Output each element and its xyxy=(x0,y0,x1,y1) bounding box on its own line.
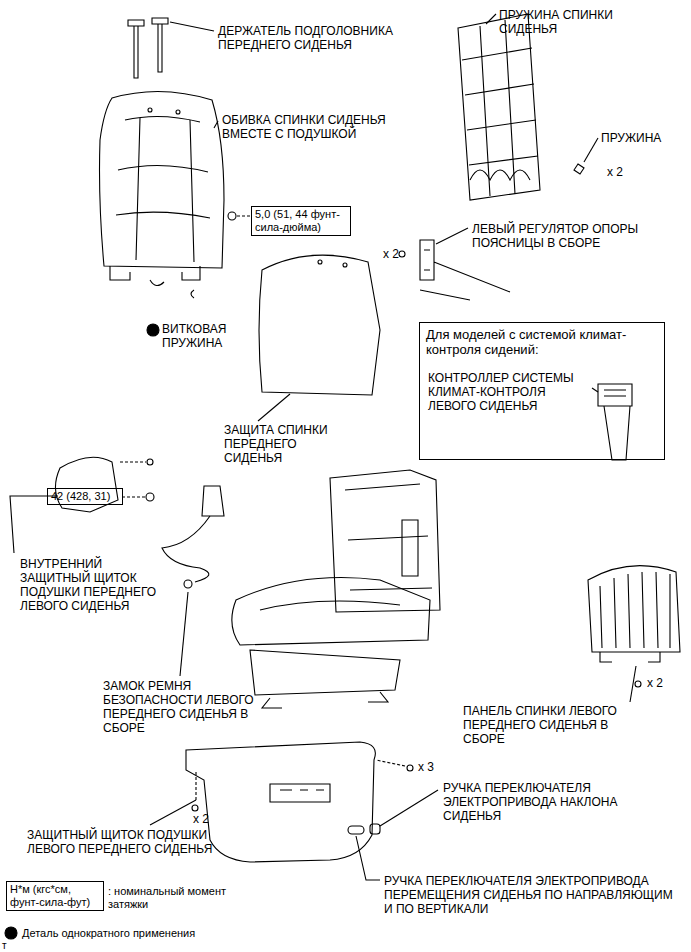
part-label: ПРУЖИНА xyxy=(601,131,681,145)
box-text: 42 (428, 31) xyxy=(51,490,119,503)
seat-back-panel xyxy=(588,566,680,687)
bolt xyxy=(228,212,236,220)
leader-line xyxy=(195,772,196,800)
torque-box: 5,0 (51, 44 фунт-сила-дюйма) xyxy=(251,206,351,236)
cushion-shield xyxy=(186,742,413,862)
headrest-support xyxy=(128,18,168,78)
part-label: РУЧКА ПЕРЕКЛЮЧАТЕЛЯ ЭЛЕКТРОПРИВОДА ПЕРЕМ… xyxy=(384,874,680,916)
quantity-mark: x 2 xyxy=(647,676,687,690)
part-label: ДЕРЖАТЕЛЬ ПОДГОЛОВНИКА ПЕРЕДНЕГО СИДЕНЬЯ xyxy=(218,24,418,52)
leader-line xyxy=(436,228,468,244)
box-text: Для моделей с системой климат-контроля с… xyxy=(426,327,658,357)
single-use-mark xyxy=(5,927,17,939)
box-body: КОНТРОЛЛЕР СИСТЕМЫ КЛИМАТ-КОНТРОЛЯ ЛЕВОГ… xyxy=(428,371,593,451)
leader-line xyxy=(150,800,196,825)
leader-line xyxy=(584,138,598,162)
part-label: ВНУТРЕННИЙ ЗАЩИТНЫЙ ЩИТОК ПОДУШКИ ПЕРЕДН… xyxy=(20,557,160,613)
box-text: Н*м (кгс*см, фунт-сила-фут) xyxy=(10,883,100,909)
legend-text: Деталь однократного применения xyxy=(22,927,262,940)
part-label: ЗАЩИТА СПИНКИ ПЕРЕДНЕГО СИДЕНЬЯ xyxy=(224,423,344,465)
leader-line xyxy=(214,121,218,128)
seat-back-protector xyxy=(259,255,380,395)
leader-line xyxy=(120,461,146,462)
torque-box: Н*м (кгс*см, фунт-сила-фут) xyxy=(6,881,104,911)
part-label: РУЧКА ПЕРЕКЛЮЧАТЕЛЯ ЭЛЕКТРОПРИВОДА НАКЛО… xyxy=(443,781,658,823)
leader-line xyxy=(180,592,188,676)
spring-clip xyxy=(574,164,584,174)
part-label: ВИТКОВАЯ ПРУЖИНА xyxy=(162,322,252,350)
single-use-mark xyxy=(147,324,159,336)
option-box: Для моделей с системой климат-контроля с… xyxy=(419,322,665,460)
seat-back-spring xyxy=(458,14,540,200)
quantity-mark: x 2 xyxy=(607,165,647,179)
inner-shield xyxy=(55,457,153,512)
leader-line xyxy=(486,14,496,24)
part-label: ЛЕВЫЙ РЕГУЛЯТОР ОПОРЫ ПОЯСНИЦЫ В СБОРЕ xyxy=(472,222,642,250)
seat-frame xyxy=(232,470,440,708)
leader-line xyxy=(258,394,290,421)
legend-text: : номинальный момент затяжки xyxy=(108,885,238,911)
figure-mark: т xyxy=(2,939,22,952)
part-label: ПРУЖИНА СПИНКИ СИДЕНЬЯ xyxy=(499,8,629,36)
part-label: ОБИВКА СПИНКИ СИДЕНЬЯ ВМЕСТЕ С ПОДУШКОЙ xyxy=(222,113,437,141)
seat-belt-buckle xyxy=(162,486,224,588)
leader-line xyxy=(170,22,214,31)
seat-back-cover xyxy=(100,91,225,285)
part-label: ПАНЕЛЬ СПИНКИ ЛЕВОГО ПЕРЕДНЕГО СИДЕНЬЯ В… xyxy=(463,704,643,746)
leader-line xyxy=(237,215,250,216)
leader-line xyxy=(592,388,598,392)
climate-controller xyxy=(598,384,632,460)
torque-box: 42 (428, 31) xyxy=(47,488,123,505)
coil-spring xyxy=(191,290,194,298)
part-label: ЗАМОК РЕМНЯ БЕЗОПАСНОСТИ ЛЕВОГО ПЕРЕДНЕГ… xyxy=(103,679,293,735)
leader-line xyxy=(630,666,636,702)
box-text: 5,0 (51, 44 фунт-сила-дюйма) xyxy=(255,208,347,234)
quantity-mark: x 3 xyxy=(418,760,458,774)
part-label: ЗАЩИТНЫЙ ЩИТОК ПОДУШКИ ЛЕВОГО ПЕРЕДНЕГО … xyxy=(27,828,257,856)
leader-line xyxy=(356,836,380,880)
leader-line xyxy=(122,496,145,497)
quantity-mark: x 2 xyxy=(383,247,413,261)
quantity-mark: x 2 xyxy=(193,812,233,826)
bolt xyxy=(146,493,154,501)
leader-line xyxy=(376,760,405,766)
leader-line xyxy=(380,790,438,826)
